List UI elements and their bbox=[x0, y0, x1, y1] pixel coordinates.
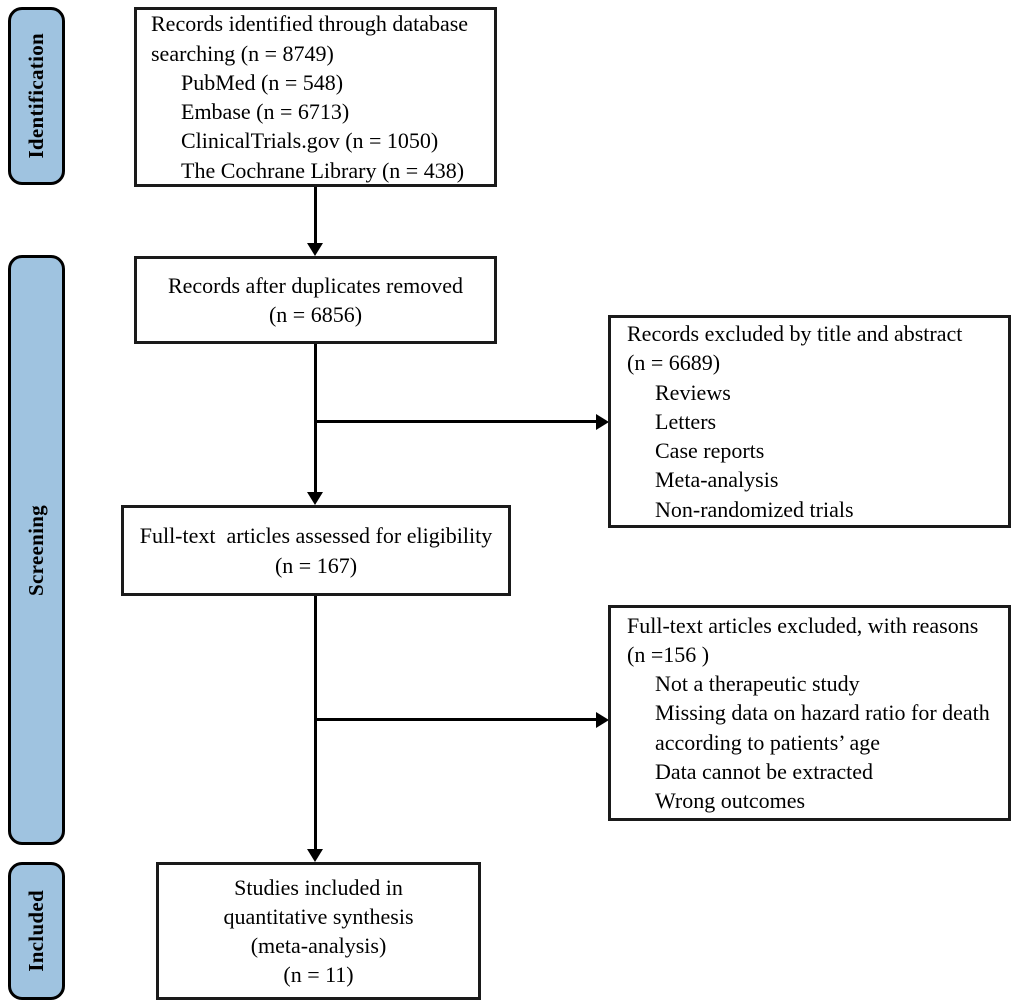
arrowhead-duplicates-to-fulltext bbox=[307, 492, 323, 505]
studies-included-line-3: (meta-analysis) bbox=[250, 933, 387, 958]
stage-label-included: Included bbox=[24, 890, 48, 972]
fulltext-excluded-reason-missing-data-cont: according to patients’ age bbox=[655, 729, 880, 755]
connector-duplicates-to-fulltext bbox=[314, 344, 317, 492]
arrowhead-fulltext-to-included bbox=[307, 849, 323, 862]
stage-bar-included: Included bbox=[8, 862, 65, 1000]
stage-bar-identification: Identification bbox=[8, 7, 65, 185]
fulltext-excluded-reason-wrong-outcomes: Wrong outcomes bbox=[655, 788, 806, 814]
stage-label-identification: Identification bbox=[24, 33, 48, 159]
fulltext-assessed-line-1: Full-text articles assessed for eligibil… bbox=[139, 523, 493, 549]
records-excluded-title-abstract-box: Records excluded by title and abstract (… bbox=[608, 315, 1011, 528]
records-identified-source-embase: Embase (n = 6713) bbox=[181, 99, 350, 124]
records-after-duplicates-box: Records after duplicates removed (n = 68… bbox=[134, 256, 497, 344]
records-excluded-line-2: (n = 6689) bbox=[627, 350, 721, 376]
records-after-duplicates-line-1: Records after duplicates removed bbox=[167, 272, 464, 298]
fulltext-excluded-reason-not-extractable: Data cannot be extracted bbox=[655, 758, 874, 784]
fulltext-excluded-line-1: Full-text articles excluded, with reason… bbox=[627, 612, 979, 638]
records-excluded-line-1: Records excluded by title and abstract bbox=[627, 321, 963, 347]
records-excluded-reason-non-randomized: Non-randomized trials bbox=[655, 496, 854, 522]
arrowhead-fulltext-to-excluded bbox=[596, 712, 609, 728]
fulltext-assessed-line-2: (n = 167) bbox=[274, 552, 358, 578]
records-identified-box: Records identified through database sear… bbox=[134, 7, 497, 187]
records-after-duplicates-line-2: (n = 6856) bbox=[268, 302, 363, 327]
studies-included-line-1: Studies included in bbox=[234, 874, 403, 900]
fulltext-excluded-reason-missing-data: Missing data on hazard ratio for death bbox=[655, 700, 990, 726]
studies-included-line-2: quantitative synthesis bbox=[223, 903, 414, 929]
fulltext-excluded-reason-not-therapeutic: Not a therapeutic study bbox=[655, 671, 860, 697]
stage-label-screening: Screening bbox=[24, 504, 48, 596]
records-excluded-reason-reviews: Reviews bbox=[655, 379, 731, 405]
records-identified-source-cochrane: The Cochrane Library (n = 438) bbox=[181, 157, 465, 183]
records-identified-line-1: Records identified through database bbox=[151, 11, 469, 37]
fulltext-excluded-line-2: (n =156 ) bbox=[627, 641, 710, 667]
studies-included-box: Studies included in quantitative synthes… bbox=[156, 862, 481, 1000]
studies-included-line-4: (n = 11) bbox=[283, 962, 354, 988]
records-excluded-reason-case-reports: Case reports bbox=[655, 438, 765, 464]
records-identified-source-pubmed: PubMed (n = 548) bbox=[181, 69, 344, 95]
connector-identified-to-duplicates bbox=[314, 187, 317, 243]
arrowhead-duplicates-to-excluded bbox=[596, 414, 609, 430]
connector-fulltext-to-included bbox=[314, 596, 317, 849]
stage-bar-screening: Screening bbox=[8, 255, 65, 845]
fulltext-excluded-box: Full-text articles excluded, with reason… bbox=[608, 605, 1011, 821]
records-excluded-reason-meta-analysis: Meta-analysis bbox=[655, 467, 779, 493]
arrowhead-identified-to-duplicates bbox=[307, 243, 323, 256]
connector-fulltext-to-excluded bbox=[314, 718, 597, 721]
records-excluded-reason-letters: Letters bbox=[655, 408, 717, 434]
records-identified-line-2: searching (n = 8749) bbox=[151, 40, 334, 66]
records-identified-source-clinicaltrials: ClinicalTrials.gov (n = 1050) bbox=[181, 128, 439, 154]
connector-duplicates-to-excluded bbox=[314, 420, 597, 423]
fulltext-assessed-box: Full-text articles assessed for eligibil… bbox=[121, 505, 511, 596]
